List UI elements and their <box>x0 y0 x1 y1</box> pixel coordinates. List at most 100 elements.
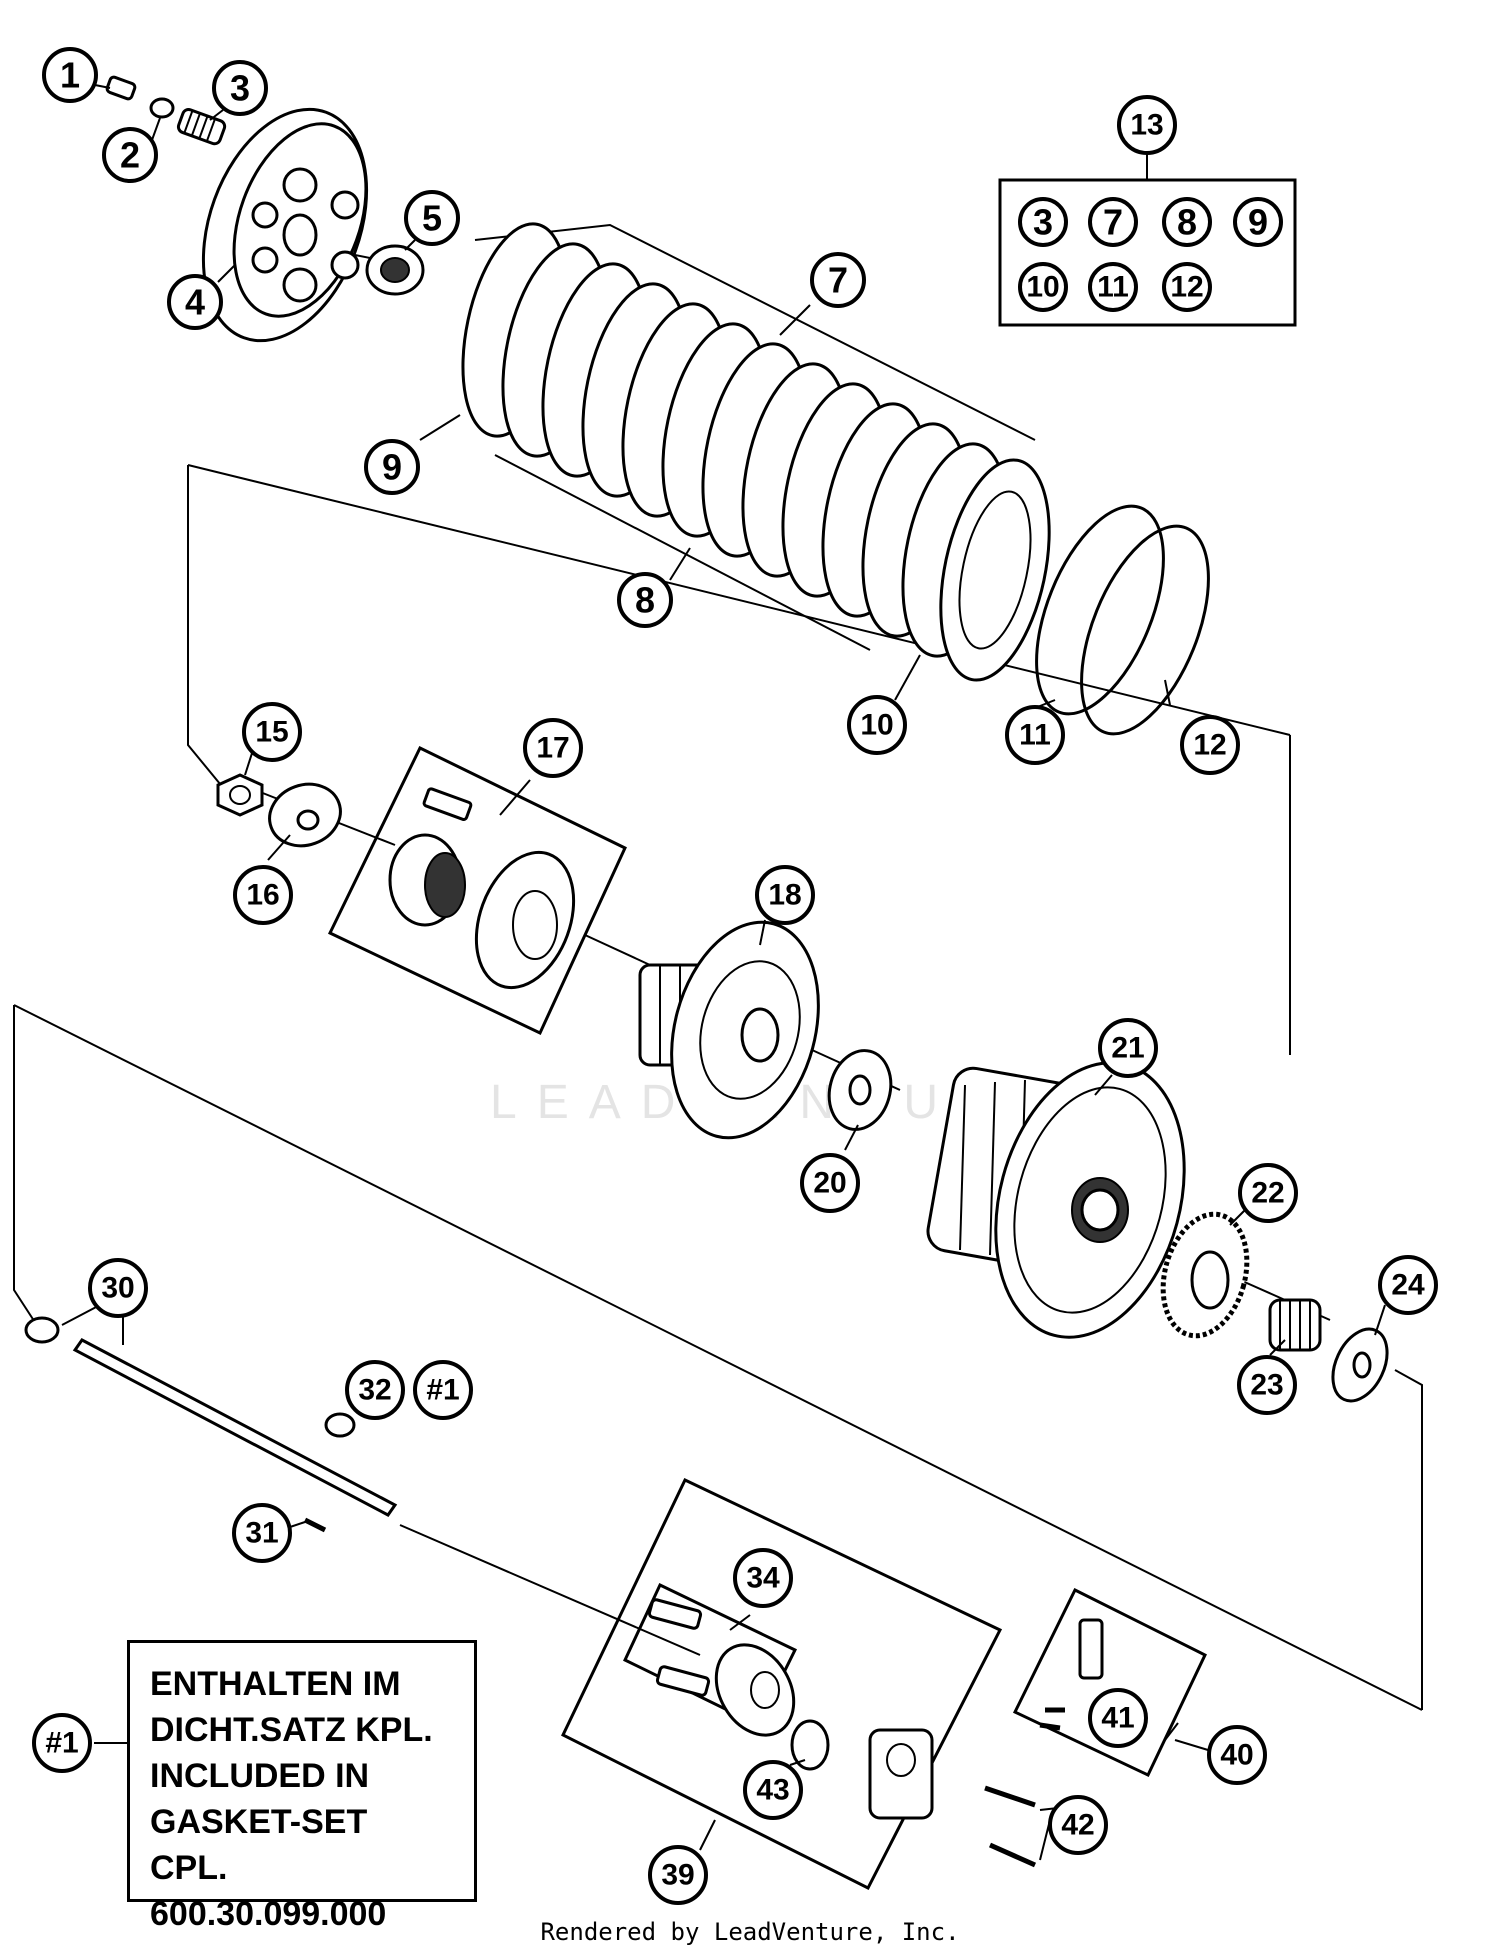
note-line-1: ENTHALTEN IM <box>150 1665 401 1703</box>
callout-17: 17 <box>523 718 583 778</box>
washer-16 <box>268 782 342 848</box>
svg-text:20: 20 <box>813 1167 846 1200</box>
svg-text:22: 22 <box>1251 1177 1284 1210</box>
group-40-box <box>1012 1587 1207 1777</box>
callout-23: 23 <box>1237 1355 1297 1415</box>
svg-text:21: 21 <box>1111 1032 1144 1065</box>
callout-40: 40 <box>1207 1725 1267 1785</box>
note-line-4: GASKET-SET CPL. <box>150 1803 368 1887</box>
bearing-5 <box>365 244 425 296</box>
svg-text:9: 9 <box>382 447 402 488</box>
callout-9: 9 <box>364 439 420 495</box>
callout-5: 5 <box>404 190 460 246</box>
washer-20 <box>827 1049 893 1131</box>
svg-text:15: 15 <box>255 716 288 749</box>
callout-34: 34 <box>733 1548 793 1608</box>
callout-7: 7 <box>810 252 866 308</box>
callout-13: 13 <box>1117 95 1177 155</box>
kit-item-8: 8 <box>1162 197 1212 247</box>
callout-3: 3 <box>212 60 268 116</box>
callout-30: 30 <box>88 1258 148 1318</box>
svg-text:23: 23 <box>1250 1369 1283 1402</box>
kit-item-10: 10 <box>1018 262 1068 312</box>
callout-15: 15 <box>242 702 302 762</box>
svg-text:8: 8 <box>1177 202 1197 243</box>
gear-22 <box>1160 1211 1250 1339</box>
svg-text:12: 12 <box>1170 271 1203 304</box>
callout-32: 32 <box>345 1360 405 1420</box>
callout-4: 4 <box>167 274 223 330</box>
svg-text:16: 16 <box>246 879 279 912</box>
svg-text:42: 42 <box>1061 1809 1094 1842</box>
svg-text:31: 31 <box>245 1517 278 1550</box>
callout-1: 1 <box>42 47 98 103</box>
svg-text:30: 30 <box>101 1272 134 1305</box>
render-credit: Rendered by LeadVenture, Inc. <box>540 1918 960 1946</box>
callout-11: 11 <box>1005 705 1065 765</box>
callout-18: 18 <box>755 865 815 925</box>
svg-text:7: 7 <box>1103 202 1123 243</box>
callout-ref-1-upper: #1 <box>413 1360 473 1420</box>
screw-1 <box>105 75 137 101</box>
svg-text:34: 34 <box>746 1562 780 1595</box>
svg-text:12: 12 <box>1193 729 1226 762</box>
callout-41: 41 <box>1088 1688 1148 1748</box>
callout-12: 12 <box>1180 715 1240 775</box>
pressure-plate-group <box>105 75 425 343</box>
push-rod-group <box>24 1316 398 1533</box>
svg-text:39: 39 <box>661 1859 694 1892</box>
kit-13-contents: 3 7 8 9 10 11 12 <box>1018 197 1283 312</box>
svg-text:40: 40 <box>1220 1739 1253 1772</box>
needle-bearing-23 <box>1268 1298 1322 1352</box>
callout-31: 31 <box>232 1503 292 1563</box>
disc-stack <box>461 222 1051 682</box>
group-17-box <box>327 745 627 1036</box>
svg-text:11: 11 <box>1019 719 1051 752</box>
svg-text:7: 7 <box>828 260 848 301</box>
svg-text:8: 8 <box>635 580 655 621</box>
bolts-42 <box>984 1785 1037 1868</box>
push-rod-30 <box>72 1338 398 1517</box>
kit-item-12: 12 <box>1162 262 1212 312</box>
callout-22: 22 <box>1238 1163 1298 1223</box>
ball-32 <box>324 1412 356 1438</box>
callout-2: 2 <box>102 127 158 183</box>
svg-text:11: 11 <box>1097 271 1129 304</box>
svg-text:43: 43 <box>756 1774 789 1807</box>
callout-8: 8 <box>617 572 673 628</box>
callout-20: 20 <box>800 1153 860 1213</box>
inner-hub-18 <box>638 920 820 1140</box>
svg-text:18: 18 <box>768 879 801 912</box>
washer-24 <box>1331 1327 1389 1403</box>
svg-text:32: 32 <box>358 1374 391 1407</box>
svg-text:17: 17 <box>536 732 569 765</box>
svg-text:13: 13 <box>1130 109 1163 142</box>
svg-text:1: 1 <box>60 55 80 96</box>
svg-text:#1: #1 <box>426 1374 459 1407</box>
note-line-2: DICHT.SATZ KPL. <box>150 1711 433 1749</box>
seal-30 <box>24 1316 60 1344</box>
callout-21: 21 <box>1098 1018 1158 1078</box>
kit-item-7: 7 <box>1088 197 1138 247</box>
callout-10: 10 <box>847 695 907 755</box>
ring-11 <box>1035 504 1165 716</box>
svg-text:9: 9 <box>1248 202 1268 243</box>
nut-15 <box>216 773 264 817</box>
note-line-3: INCLUDED IN <box>150 1757 370 1795</box>
o-ring-43 <box>790 1719 830 1771</box>
callout-ref-1-note: #1 <box>32 1713 92 1773</box>
callout-24: 24 <box>1378 1255 1438 1315</box>
note-part-number: 600.30.099.000 <box>150 1895 387 1933</box>
slave-cylinder-body <box>868 1728 934 1820</box>
washer-2 <box>149 97 175 119</box>
pin-31 <box>303 1517 327 1533</box>
svg-text:10: 10 <box>1026 271 1059 304</box>
svg-text:3: 3 <box>1033 202 1053 243</box>
callout-43: 43 <box>743 1760 803 1820</box>
svg-text:#1: #1 <box>45 1727 78 1760</box>
pressure-plate-4 <box>201 107 369 343</box>
svg-text:2: 2 <box>120 135 140 176</box>
callout-42: 42 <box>1048 1795 1108 1855</box>
svg-text:3: 3 <box>230 68 250 109</box>
